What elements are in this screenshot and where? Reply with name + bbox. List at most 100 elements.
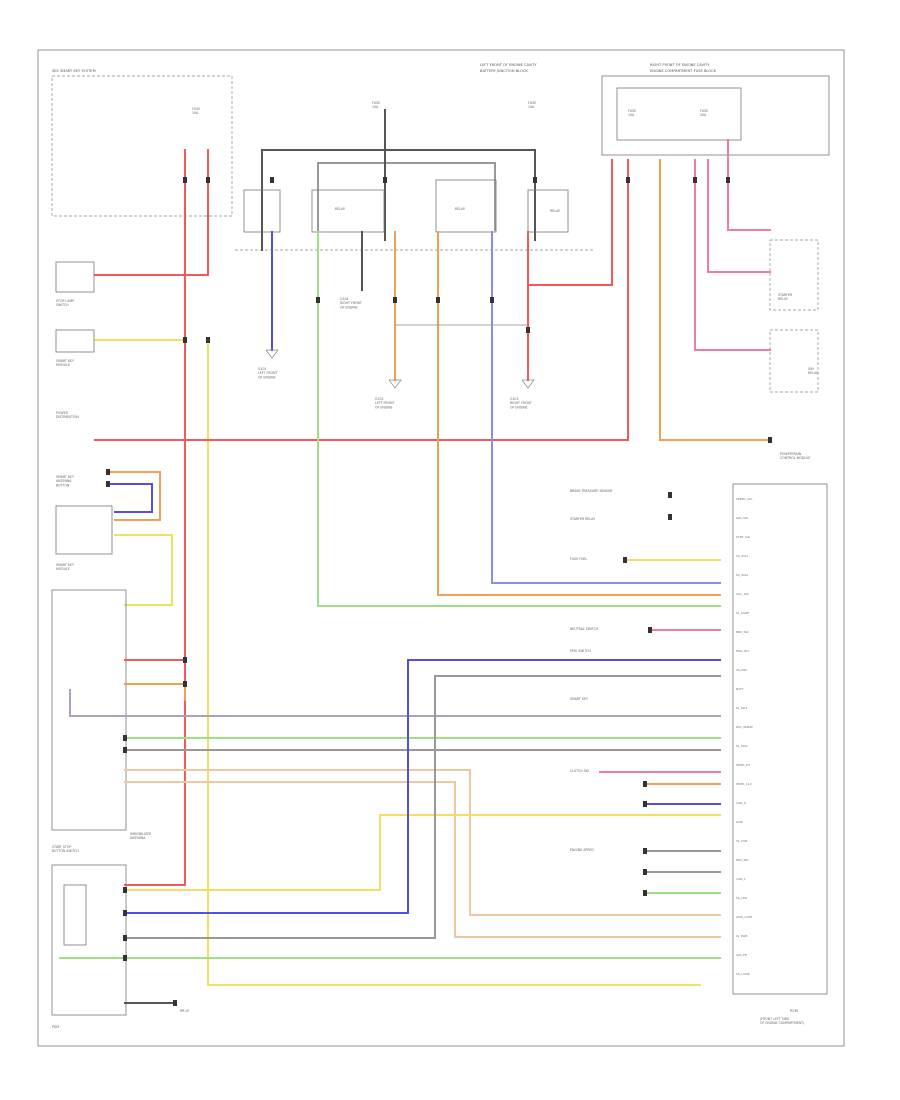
connector-mark: [436, 297, 440, 303]
relay-3: [435, 179, 497, 233]
connector-mark: [123, 955, 127, 961]
pcm-input-label: STARTER RELAY: [570, 517, 595, 521]
pcm-pin-label: CAN_L: [736, 877, 746, 881]
stop-lamp-switch-box: [55, 261, 95, 293]
connector-mark: [106, 469, 110, 475]
pcm-input-label: FUSE FUEL: [570, 557, 587, 561]
connector-mark: [393, 297, 397, 303]
connector-mark: [533, 177, 537, 183]
connector-mark: [173, 1000, 177, 1006]
immobilizer-box: [51, 864, 127, 1016]
wire-main-red-h: [94, 159, 629, 441]
pcm-pin-label: CAN_H: [736, 801, 746, 805]
connector-mark: [768, 437, 772, 443]
pcm-input-label: BRAKE PRESSURE SENSOR: [570, 489, 613, 493]
pcm-pin-label: IG_SW2: [736, 744, 748, 748]
wire-h-vio-716: [69, 689, 721, 717]
connector-mark: [123, 887, 127, 893]
pcm-box: [732, 483, 828, 995]
smart-key-module-2-box: [55, 505, 113, 555]
connector-mark: [643, 801, 647, 807]
pcm-pin-label: IG_LAMP: [736, 611, 749, 615]
pcm-input-label: NEUTRAL SWITCH: [570, 627, 599, 631]
right-fuse-box-sub: ENGINE COMPARTMENT FUSE BLOCK: [650, 69, 717, 73]
pcm-pin-label: EMG_RLY: [736, 649, 750, 653]
connector-mark: [643, 890, 647, 896]
wire-mod2-orange: [107, 471, 161, 521]
pcm-pin-label: ACC_SIG: [736, 592, 749, 596]
pcm-pin-label: IG_PWR: [736, 934, 748, 938]
wire-h-gray-938: [124, 675, 721, 939]
pcm-title: PCM: [790, 1009, 798, 1013]
connector-mark: [123, 935, 127, 941]
wire-h-tan-770: [124, 769, 721, 916]
connector-mark: [123, 910, 127, 916]
start-stop-switch-box: [51, 589, 127, 831]
connector-mark: [643, 848, 647, 854]
right-fuse-box: [601, 75, 830, 156]
pcm-pin-labels: SPEED_SIGIGN_SIGSTRT_SIGSS_SIG1SS_SIG2AC…: [736, 497, 753, 976]
relay-1: [243, 189, 281, 233]
connector-mark: [206, 177, 210, 183]
pcm-pin-label: IMO_SEL: [736, 858, 749, 862]
connector-mark: [183, 177, 187, 183]
right-relay-box-a: [769, 239, 819, 311]
pcm-pin-label: SS_SIG2: [736, 573, 748, 577]
wire-h-orange-684: [124, 683, 186, 701]
pcm-pin-label: IGN_SIG: [736, 516, 749, 520]
wire-top-bus-b: [317, 162, 496, 231]
smart-key-module-box: [55, 329, 95, 353]
relay-4-label: RELAY: [550, 209, 560, 213]
connector-mark: [668, 514, 672, 520]
connector-mark: [643, 869, 647, 875]
connector-mark: [626, 177, 630, 183]
relay-2: [311, 189, 385, 233]
connector-mark: [648, 627, 652, 633]
pcm-pin-label: IMMO_CLK: [736, 782, 753, 786]
pcm-pin-label: IG_SW1: [736, 706, 748, 710]
connector-mark: [526, 327, 530, 333]
wire-relay3-orange: [437, 231, 721, 596]
wire-right-pink-b: [707, 159, 771, 273]
left-fuse-box-label: LEFT FRONT OF ENGINE CAVITY: [480, 63, 537, 67]
connector-mark: [183, 681, 187, 687]
wire-h-tan-782: [124, 781, 721, 938]
wire-left-yellow: [207, 339, 701, 986]
relay-4: [527, 189, 569, 233]
wire-main-orange-h: [659, 159, 771, 441]
connector-mark: [270, 177, 274, 183]
pcm-pin-label: REL_SENSE: [736, 725, 753, 729]
pcm-pin-label: STRT_SIG: [736, 535, 751, 539]
connector-mark: [206, 337, 210, 343]
wire-mod2-blue: [107, 483, 153, 513]
connector-mark: [106, 481, 110, 487]
connector-mark: [668, 492, 672, 498]
pcm-pin-label: SPEED_SIG: [736, 497, 753, 501]
pdm-label: PDM: [52, 1025, 59, 1029]
pcm-pin-label: GND: [736, 820, 744, 824]
connector-mark: [383, 177, 387, 183]
connector-mark: [643, 781, 647, 787]
connector-mark: [726, 177, 730, 183]
wire-right-pink-a: [694, 159, 771, 351]
pcm-pin-label: GND_CASE: [736, 915, 752, 919]
connector-mark: [316, 297, 320, 303]
pcm-pin-label: BATT: [736, 687, 744, 691]
top-left-note: SEE SMART KEY SYSTEM: [52, 69, 96, 73]
pcm-pin-label: BRK_SW: [736, 630, 749, 634]
